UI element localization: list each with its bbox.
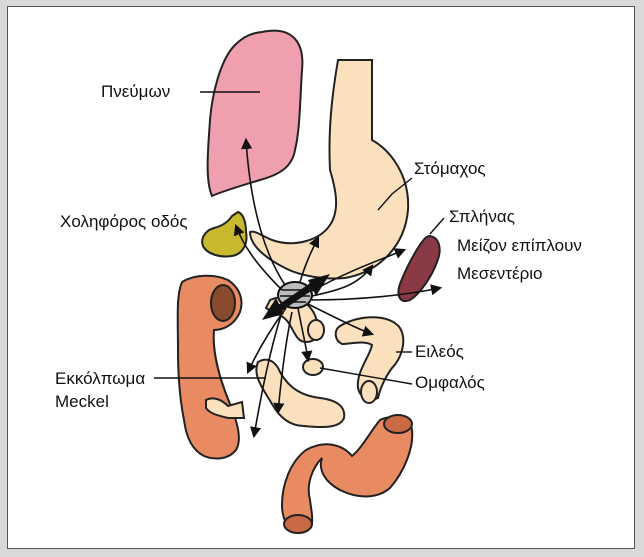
loop-opening-1: [308, 320, 324, 340]
label-ileum: Ειλεός: [415, 342, 464, 362]
label-meckel-line1: Εκκόλπωμα: [55, 369, 145, 389]
label-spleen: Σπλήνας: [449, 207, 515, 227]
lung-shape: [208, 31, 303, 196]
leader-spleen: [430, 218, 444, 234]
label-greater-omentum: Μείζον επίπλουν: [457, 236, 582, 256]
label-stomach: Στόμαχος: [414, 159, 486, 179]
umbilicus-knob: [303, 359, 323, 375]
label-lung: Πνεύμων: [101, 82, 170, 102]
label-bile-duct: Χοληφόρος οδός: [60, 212, 188, 232]
loop-opening-2: [361, 381, 377, 403]
label-meckel-line2: Meckel: [55, 392, 109, 412]
label-mesentery: Μεσεντέριο: [457, 264, 543, 284]
label-umbilicus: Ομφαλός: [415, 373, 485, 393]
sigmoid-opening-top: [384, 415, 412, 433]
colon-opening: [211, 285, 235, 321]
sigmoid-opening-bottom: [284, 515, 312, 533]
